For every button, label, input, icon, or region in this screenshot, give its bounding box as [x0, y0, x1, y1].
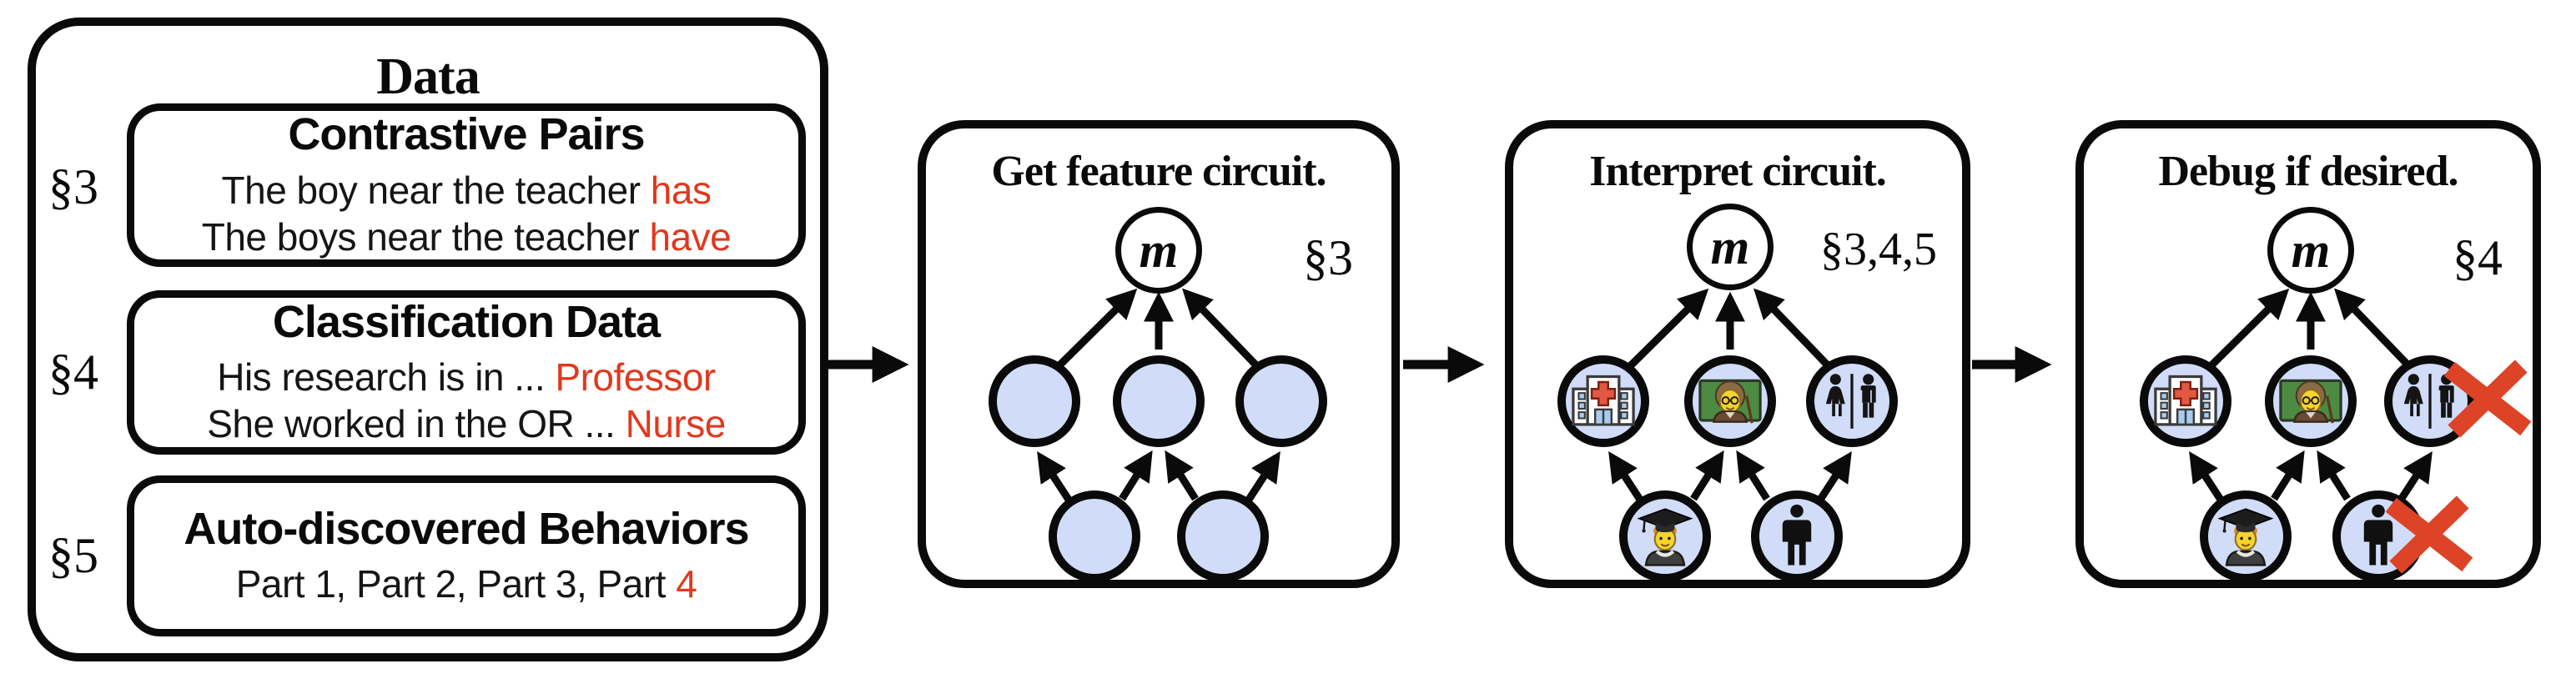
section-label-s3: §3	[48, 159, 98, 214]
restroom-icon	[1825, 374, 1876, 429]
hospital-icon	[2154, 375, 2217, 426]
classification-heading: Classification Data	[272, 296, 661, 347]
contrastive-line-1: The boy near the teacher has	[222, 167, 712, 214]
man-icon	[2363, 504, 2393, 566]
contrastive-pairs-heading: Contrastive Pairs	[288, 109, 645, 160]
line-red-word: 4	[676, 562, 697, 606]
auto-discovered-line-1: Part 1, Part 2, Part 3, Part 4	[236, 561, 697, 607]
man-icon	[1782, 504, 1812, 566]
model-label: m	[1710, 219, 1750, 274]
hospital-node	[2140, 355, 2231, 447]
graduate-node	[1619, 490, 1711, 582]
teacher-node	[2265, 355, 2357, 447]
feature-node	[989, 355, 1080, 447]
graduate-node	[2200, 490, 2292, 582]
restroom-icon	[2403, 374, 2454, 429]
get-feature-circuit-panel: Get feature circuit.	[918, 120, 1400, 588]
debug-title: Debug if desired.	[2158, 148, 2458, 195]
line-black: She worked in the OR ...	[207, 402, 626, 446]
line-black: The boys near the teacher	[201, 214, 650, 259]
model-label: m	[1139, 223, 1179, 278]
classification-data-box: Classification Data His research is in .…	[127, 290, 806, 455]
get-feature-circuit-title: Get feature circuit.	[991, 148, 1326, 195]
feature-node	[1049, 490, 1140, 582]
teacher-node	[1684, 355, 1776, 447]
line-red-word: Professor	[555, 355, 716, 400]
graduate-icon	[1637, 508, 1693, 566]
interpret-circuit-panel: Interpret circuit.	[1505, 120, 1970, 588]
contrastive-pairs-box: Contrastive Pairs The boy near the teach…	[127, 103, 806, 267]
model-node-m-3: m	[2267, 207, 2354, 294]
feature-node	[1177, 490, 1269, 582]
line-black: His research is in ...	[217, 355, 556, 400]
teacher-icon	[2279, 379, 2342, 424]
line-red-word: Nurse	[625, 402, 727, 446]
line-red-word: has	[650, 168, 712, 212]
section-label-s5: §5	[48, 528, 98, 583]
model-node-m-1: m	[1115, 207, 1202, 294]
hospital-icon	[1572, 375, 1635, 426]
contrastive-line-2: The boys near the teacher have	[202, 214, 732, 260]
section-tag-step3: §4	[2453, 230, 2503, 285]
graduate-icon	[2217, 508, 2274, 566]
auto-discovered-heading: Auto-discovered Behaviors	[184, 503, 749, 554]
line-red-word: have	[649, 214, 732, 259]
teacher-icon	[1698, 379, 1762, 424]
hospital-node	[1557, 355, 1649, 447]
line-black: Part 1, Part 2, Part 3, Part	[235, 562, 677, 606]
classification-line-2: She worked in the OR ... Nurse	[207, 400, 726, 447]
model-label: m	[2291, 223, 2331, 278]
interpret-circuit-title: Interpret circuit.	[1589, 148, 1887, 195]
classification-line-1: His research is in ... Professor	[217, 354, 716, 400]
section-tag-step1: §3	[1303, 230, 1353, 285]
restroom-node	[2384, 355, 2476, 447]
debug-panel: Debug if desired.	[2075, 120, 2541, 588]
feature-node	[1113, 355, 1205, 447]
auto-discovered-box: Auto-discovered Behaviors Part 1, Part 2…	[127, 475, 806, 636]
section-label-s4: §4	[48, 345, 98, 400]
man-node	[2332, 490, 2424, 582]
line-black: The boy near the teacher	[221, 168, 651, 212]
feature-node	[1235, 355, 1327, 447]
section-tag-step2: §3,4,5	[1820, 224, 1937, 275]
restroom-node	[1806, 355, 1898, 447]
man-node	[1751, 490, 1843, 582]
model-node-m-2: m	[1687, 204, 1774, 290]
data-panel-title: Data	[376, 48, 480, 105]
